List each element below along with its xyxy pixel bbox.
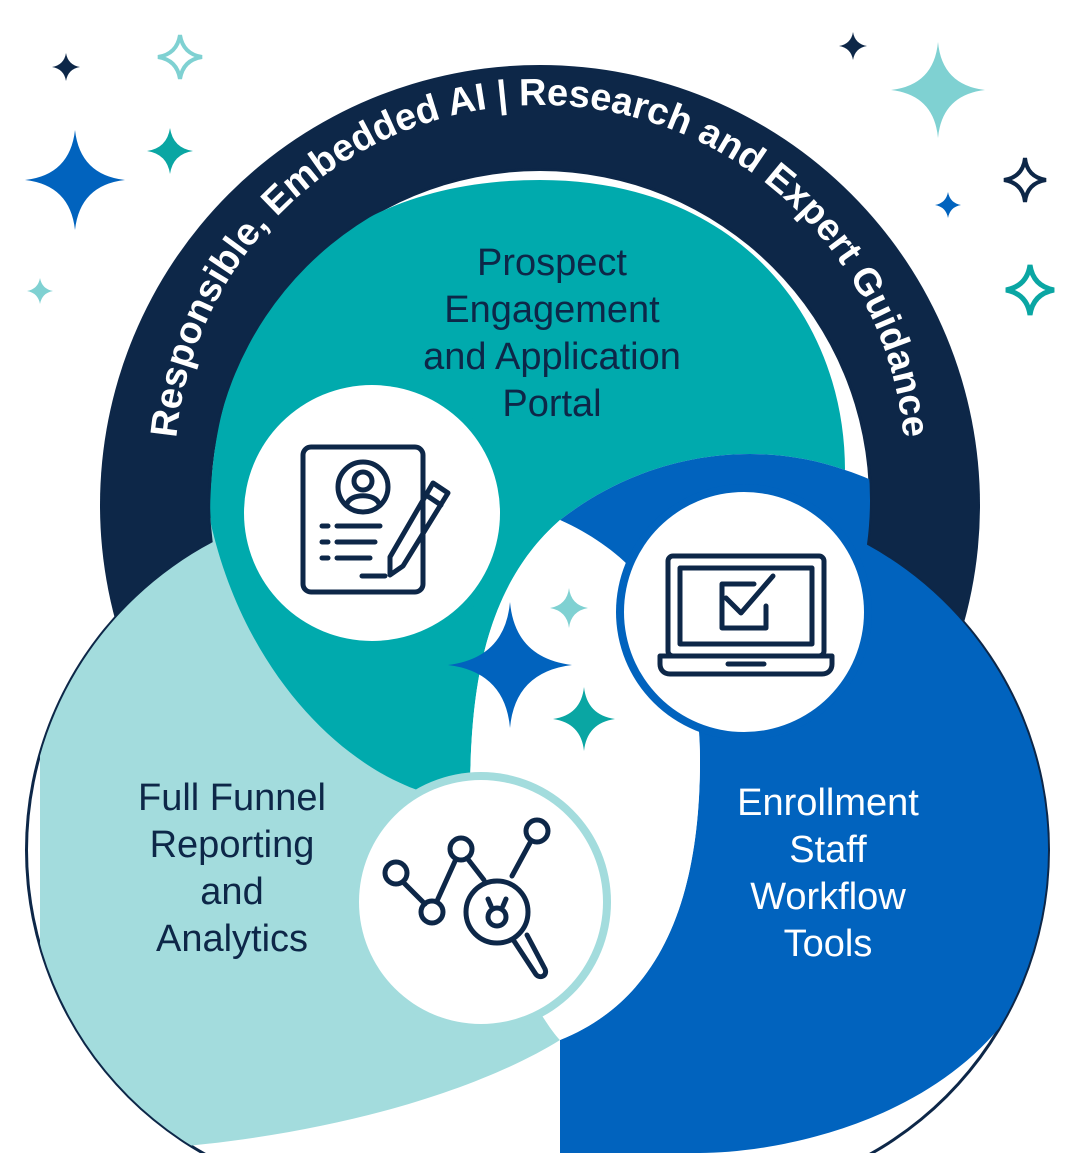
label-top-line-2: Engagement — [444, 289, 660, 331]
icon-bubble-left — [351, 772, 611, 1032]
sparkle-icon — [1005, 264, 1055, 316]
sparkle-icon — [839, 32, 867, 60]
sparkle-icon — [1003, 157, 1047, 203]
label-right-line-4: Tools — [784, 923, 873, 965]
sparkles — [25, 32, 1055, 751]
label-top-line-3: and Application — [423, 336, 681, 378]
sparkle-icon — [550, 588, 588, 628]
label-right-line-2: Staff — [789, 829, 867, 871]
sparkle-icon — [935, 192, 961, 218]
icon-bubble-top — [234, 375, 510, 651]
sparkle-icon — [25, 130, 125, 230]
sparkle-icon — [52, 53, 80, 81]
label-left-line-4: Analytics — [156, 918, 308, 960]
label-left-line-2: Reporting — [150, 824, 315, 866]
sparkle-icon — [553, 687, 615, 751]
label-left-line-3: and — [200, 871, 263, 913]
analytics-magnifier-icon — [382, 817, 551, 980]
label-top: Prospect Engagement and Application Port… — [423, 242, 681, 425]
label-top-line-4: Portal — [502, 383, 601, 425]
label-right-line-1: Enrollment — [737, 782, 919, 824]
icon-bubble-right — [616, 484, 872, 740]
sparkle-icon — [157, 34, 203, 80]
label-top-line-1: Prospect — [477, 242, 627, 284]
application-form-pencil-icon — [300, 444, 451, 595]
sparkle-icon — [147, 128, 193, 174]
sparkle-icon — [891, 42, 985, 138]
laptop-checkbox-icon — [657, 553, 835, 677]
sparkle-icon — [27, 278, 53, 304]
sparkle-icon — [448, 602, 572, 728]
label-right: Enrollment Staff Workflow Tools — [737, 782, 919, 965]
label-left: Full Funnel Reporting and Analytics — [138, 777, 326, 960]
label-right-line-3: Workflow — [750, 876, 906, 918]
label-left-line-1: Full Funnel — [138, 777, 326, 819]
